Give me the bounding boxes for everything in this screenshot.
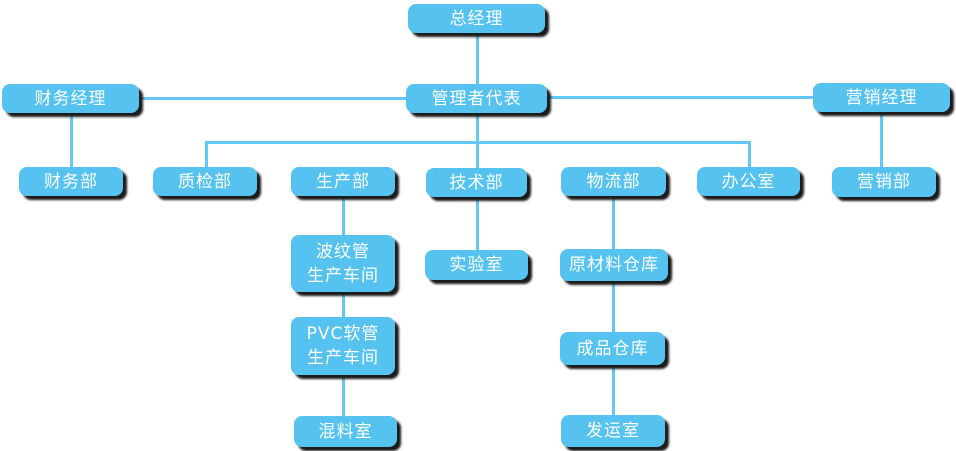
org-node-corrugated-workshop: 波纹管 生产车间	[291, 235, 395, 292]
connector-management-rep-tech-dept	[476, 112, 479, 169]
org-node-lab-label: 实验室	[449, 255, 504, 275]
org-node-tech-dept-label: 技术部	[449, 172, 504, 193]
connector-finance-manager-management-rep	[139, 97, 407, 100]
connector-marketing-manager-marketing-dept	[880, 111, 883, 168]
org-node-shipping-room-label: 发运室	[586, 421, 640, 441]
org-node-marketing-manager: 营销经理	[813, 83, 950, 112]
connector-bus-qc-dept	[205, 141, 208, 168]
org-node-production-dept: 生产部	[291, 167, 395, 196]
org-node-production-dept-label: 生产部	[316, 171, 370, 192]
connector-bus-level3	[205, 141, 751, 144]
org-node-marketing-dept: 营销部	[832, 167, 936, 197]
org-node-tech-dept: 技术部	[426, 168, 527, 197]
org-node-mixing-room-label: 混料室	[318, 421, 373, 442]
org-node-management-rep: 管理者代表	[406, 84, 547, 113]
org-node-finance-manager: 财务经理	[2, 84, 139, 113]
org-node-pvc-workshop-line2: 生产车间	[307, 348, 379, 368]
connector-bus-office	[748, 141, 751, 168]
org-node-raw-material-warehouse-label: 原材料仓库	[569, 255, 659, 275]
org-node-finished-goods-warehouse-label: 成品仓库	[576, 338, 649, 359]
connector-management-rep-marketing-manager	[547, 96, 814, 99]
connector-pvc-workshop-mixing-room	[342, 374, 345, 417]
org-node-qc-dept: 质检部	[153, 167, 257, 196]
org-node-corrugated-workshop-line2: 生产车间	[307, 265, 379, 286]
org-node-finance-manager-label: 财务经理	[34, 88, 107, 109]
connector-raw-material-warehouse-finished-goods-warehouse	[612, 280, 615, 333]
connector-corrugated-workshop-pvc-workshop	[342, 291, 345, 318]
org-node-pvc-workshop-line1: PVC软管	[306, 324, 380, 344]
org-node-finished-goods-warehouse: 成品仓库	[560, 332, 665, 365]
org-node-raw-material-warehouse: 原材料仓库	[560, 249, 668, 281]
org-node-ceo: 总经理	[408, 4, 545, 33]
org-node-pvc-workshop: PVC软管 生产车间	[291, 317, 395, 375]
connector-tech-dept-lab	[476, 196, 479, 251]
org-node-finance-dept-label: 财务部	[44, 171, 98, 192]
org-node-shipping-room: 发运室	[561, 415, 665, 447]
connector-production-dept-corrugated-workshop	[342, 195, 345, 236]
org-node-office: 办公室	[697, 167, 800, 196]
org-node-marketing-dept-label: 营销部	[857, 172, 911, 192]
org-node-ceo-label: 总经理	[449, 8, 504, 29]
connector-finance-manager-finance-dept	[70, 112, 73, 168]
org-node-corrugated-workshop-line1: 波纹管	[316, 241, 370, 262]
org-node-marketing-manager-label: 营销经理	[845, 87, 918, 108]
org-node-office-label: 办公室	[721, 171, 776, 192]
org-node-lab: 实验室	[425, 250, 528, 280]
org-node-logistics-dept: 物流部	[561, 167, 666, 196]
connector-finished-goods-warehouse-shipping-room	[612, 364, 615, 416]
connector-ceo-management-rep	[476, 32, 479, 85]
org-node-logistics-dept-label: 物流部	[586, 171, 641, 192]
org-node-finance-dept: 财务部	[19, 167, 123, 196]
org-node-qc-dept-label: 质检部	[178, 171, 232, 192]
org-node-management-rep-label: 管理者代表	[431, 88, 522, 109]
org-node-mixing-room: 混料室	[294, 416, 397, 447]
connector-logistics-dept-raw-material-warehouse	[612, 195, 615, 250]
